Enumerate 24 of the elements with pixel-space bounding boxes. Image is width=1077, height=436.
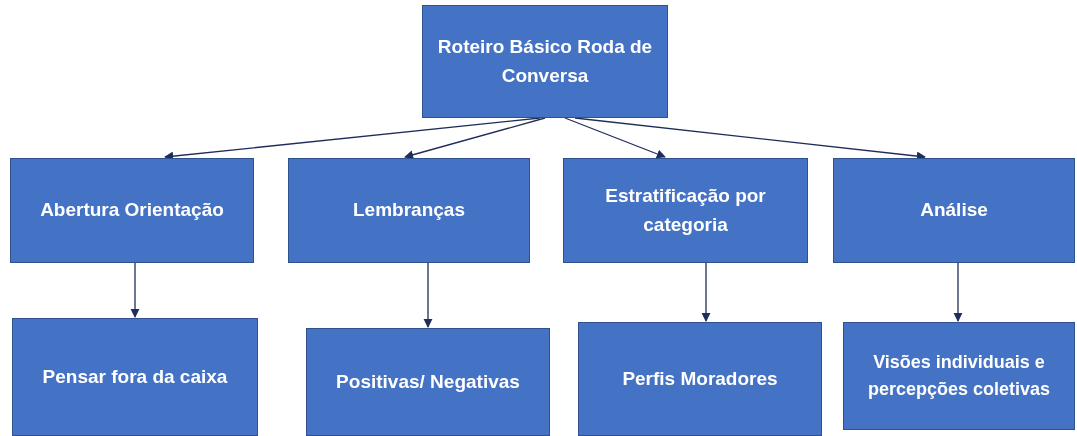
box-label: Estratificação por categoria [604, 184, 767, 237]
box-label: Positivas/ Negativas [336, 369, 520, 394]
process-box [833, 158, 1075, 263]
process-box [843, 322, 1075, 430]
arrow [404, 117, 546, 160]
box-label: Visões individuais e percepções coletivas [866, 351, 1052, 401]
process-box [12, 318, 258, 436]
arrow [953, 262, 963, 322]
process-box [578, 322, 822, 436]
box-label: Análise [920, 198, 988, 223]
arrow [423, 262, 433, 328]
box-label: Pensar fora da caixa [42, 364, 228, 389]
arrow [130, 262, 140, 318]
arrow [701, 262, 711, 322]
process-box [288, 158, 530, 263]
box-label: Lembranças [353, 198, 465, 223]
box-label: Abertura Orientação [40, 198, 224, 223]
box-label: Roteiro Básico Roda de Conversa [436, 35, 654, 88]
process-box [563, 158, 808, 263]
process-box [306, 328, 550, 436]
process-box [422, 5, 668, 118]
arrow [564, 117, 666, 159]
box-label: Perfis Moradores [622, 366, 778, 391]
process-box [10, 158, 254, 263]
